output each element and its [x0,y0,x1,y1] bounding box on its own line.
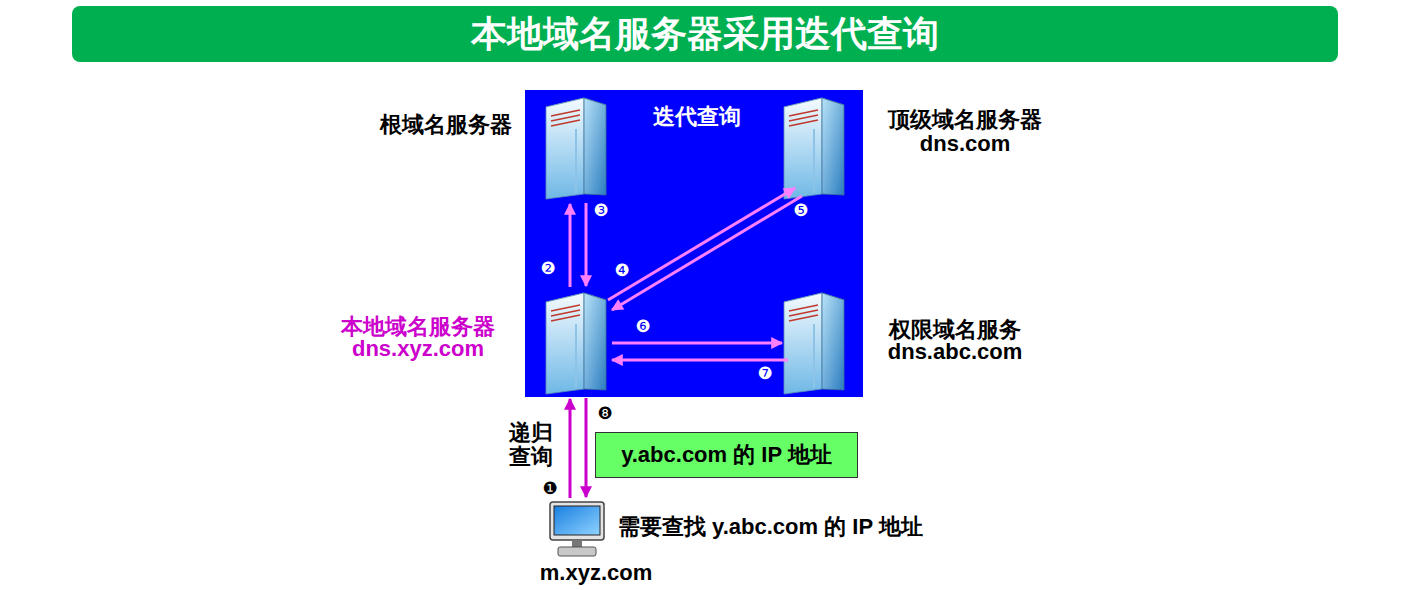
server-edge [813,324,815,388]
node-label: dns.abc.com [888,339,1022,365]
monitor-stand [572,540,582,547]
callout-number: ❷ [540,260,555,277]
monitor-base [558,547,596,556]
server-edge [575,129,577,193]
computer-icon [548,500,606,558]
callout-number: ❻ [635,318,650,335]
server-edge [575,324,577,388]
server-stripe [551,120,580,126]
note-label: 递归查询 [509,421,553,469]
node-label: 顶级域名服务器 [888,107,1042,133]
query-arrow [612,359,788,362]
callout-number: ❺ [793,202,808,219]
title-bar: 本地域名服务器采用迭代查询 [72,6,1338,62]
server-stripe [789,315,818,321]
node-label: 根域名服务器 [380,112,512,138]
callout-number: ❽ [597,405,612,422]
diagram-title: 本地域名服务器采用迭代查询 [72,6,1338,62]
callout-number: ❸ [593,202,608,219]
server-icon [778,95,850,200]
query-arrow [585,203,588,286]
server-icon [540,290,612,395]
server-front [546,293,584,394]
server-node: 权限域名服务dns.abc.com [778,290,850,395]
query-arrow [584,398,587,497]
node-label: m.xyz.com [540,560,653,586]
server-icon [778,290,850,395]
node-label: 迭代查询 [653,104,741,130]
server-side [584,98,606,195]
query-arrow [568,399,571,498]
server-front [784,293,822,394]
query-arrow [612,342,782,345]
server-front [784,98,822,199]
callout-number: ❹ [614,262,629,279]
callout-number: ❶ [542,480,557,497]
server-front [546,98,584,199]
server-node: 顶级域名服务器dns.com [778,95,850,200]
client-host: 需要查找 y.abc.com 的 IP 地址m.xyz.com [548,500,606,558]
server-side [584,293,606,390]
query-arrow [569,204,572,287]
monitor-frame [550,502,604,540]
node-label: dns.com [920,131,1010,157]
node-label: 需要查找 y.abc.com 的 IP 地址 [618,514,923,540]
server-side [822,98,844,195]
server-edge [813,129,815,193]
monitor-screen [554,506,600,535]
server-stripe [551,315,580,321]
dns-zone: 迭代查询 根域名服务器 顶级域名服务器dns.com 本地域名服务器dns.xyz.c… [525,90,863,397]
server-node: 本地域名服务器dns.xyz.com [540,290,612,395]
server-stripe [789,120,818,126]
server-side [822,293,844,390]
server-node: 根域名服务器 [540,95,612,200]
result-box: y.abc.com 的 IP 地址 [595,432,858,478]
node-label: y.abc.com 的 IP 地址 [621,442,832,468]
server-icon [540,95,612,200]
node-label: dns.xyz.com [352,336,484,362]
callout-number: ❼ [757,365,772,382]
